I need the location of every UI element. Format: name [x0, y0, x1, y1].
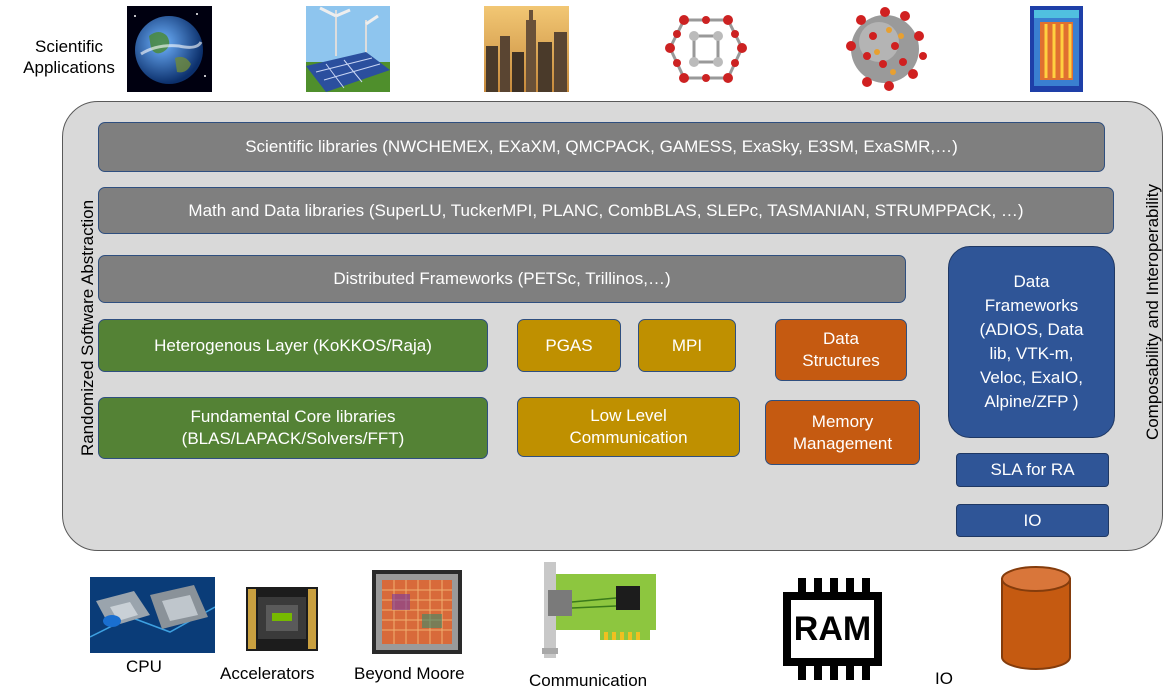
accelerator-image: [244, 583, 320, 655]
io-layer-text: IO: [1023, 510, 1042, 530]
fundamental-line-1: Fundamental Core libraries: [190, 407, 396, 426]
distributed-frameworks-layer: Distributed Frameworks (PETSc, Trillinos…: [98, 255, 906, 303]
earth-image: [127, 6, 212, 92]
city-image: [484, 6, 569, 92]
mpi-text: MPI: [671, 335, 703, 355]
ram-label: RAM: [793, 610, 872, 648]
memory-management-box: Memory Management: [765, 400, 920, 465]
storage-cylinder-icon: [1000, 565, 1072, 671]
cpu-label: CPU: [126, 657, 162, 676]
pgas-text: PGAS: [545, 335, 593, 355]
io-label: IO: [935, 669, 953, 688]
simulation-image: [1030, 6, 1083, 92]
beyond-moore-image: [372, 570, 462, 654]
distributed-frameworks-text: Distributed Frameworks (PETSc, Trillinos…: [333, 269, 671, 288]
heterogenous-layer-box: Heterogenous Layer (KoKKOS/Raja): [98, 319, 488, 372]
memory-line-1: Memory: [811, 411, 874, 431]
solar-panel-image: [306, 6, 390, 92]
cpu-image: [90, 577, 215, 653]
fundamental-core-libraries-box: Fundamental Core libraries (BLAS/LAPACK/…: [98, 397, 488, 459]
math-data-libraries-text: Math and Data libraries (SuperLU, Tucker…: [188, 200, 1024, 220]
data-frameworks-line-2: Frameworks: [984, 296, 1079, 315]
scientific-applications-label: Scientific Applications: [14, 36, 124, 78]
math-data-libraries-layer: Math and Data libraries (SuperLU, Tucker…: [98, 187, 1114, 234]
scientific-libraries-layer: Scientific libraries (NWCHEMEX, EXaXM, Q…: [98, 122, 1105, 172]
data-frameworks-line-4: lib, VTK-m,: [989, 344, 1074, 363]
data-structures-line-1: Data: [823, 329, 859, 348]
accelerators-label: Accelerators: [220, 664, 315, 683]
low-level-line-1: Low Level: [590, 406, 667, 425]
ram-chip-icon: [778, 578, 887, 680]
scientific-libraries-text: Scientific libraries (NWCHEMEX, EXaXM, Q…: [245, 137, 958, 156]
low-level-line-2: Communication: [569, 428, 688, 447]
crystal-structure-image: [664, 6, 749, 92]
label-line-2: Applications: [23, 58, 115, 77]
data-frameworks-box: Data Frameworks (ADIOS, Data lib, VTK-m,…: [948, 246, 1115, 438]
virus-image: [843, 6, 928, 92]
pgas-box: PGAS: [517, 319, 621, 372]
network-card-image: [540, 562, 658, 662]
sla-for-ra-box: SLA for RA: [956, 453, 1109, 487]
low-level-communication-box: Low Level Communication: [517, 397, 740, 457]
memory-line-2: Management: [792, 433, 893, 453]
data-frameworks-line-5: Veloc, ExaIO,: [980, 368, 1083, 387]
data-frameworks-line-1: Data: [1013, 272, 1050, 291]
sla-text: SLA for RA: [990, 460, 1075, 479]
label-line-1: Scientific: [34, 37, 104, 56]
heterogenous-layer-text: Heterogenous Layer (KoKKOS/Raja): [154, 335, 432, 355]
randomized-software-abstraction-label: Randomized Software Abstraction: [78, 199, 97, 457]
data-frameworks-line-3: (ADIOS, Data: [979, 320, 1084, 339]
data-structures-box: Data Structures: [775, 319, 907, 381]
beyond-moore-label: Beyond Moore: [354, 664, 465, 683]
composability-interoperability-label: Composability and Interoperability: [1143, 183, 1162, 441]
data-frameworks-line-6: Alpine/ZFP ): [984, 392, 1079, 411]
communication-label: Communication: [529, 671, 648, 690]
io-layer-box: IO: [956, 504, 1109, 537]
fundamental-line-2: (BLAS/LAPACK/Solvers/FFT): [181, 429, 405, 448]
data-structures-line-2: Structures: [802, 351, 880, 370]
mpi-box: MPI: [638, 319, 736, 372]
